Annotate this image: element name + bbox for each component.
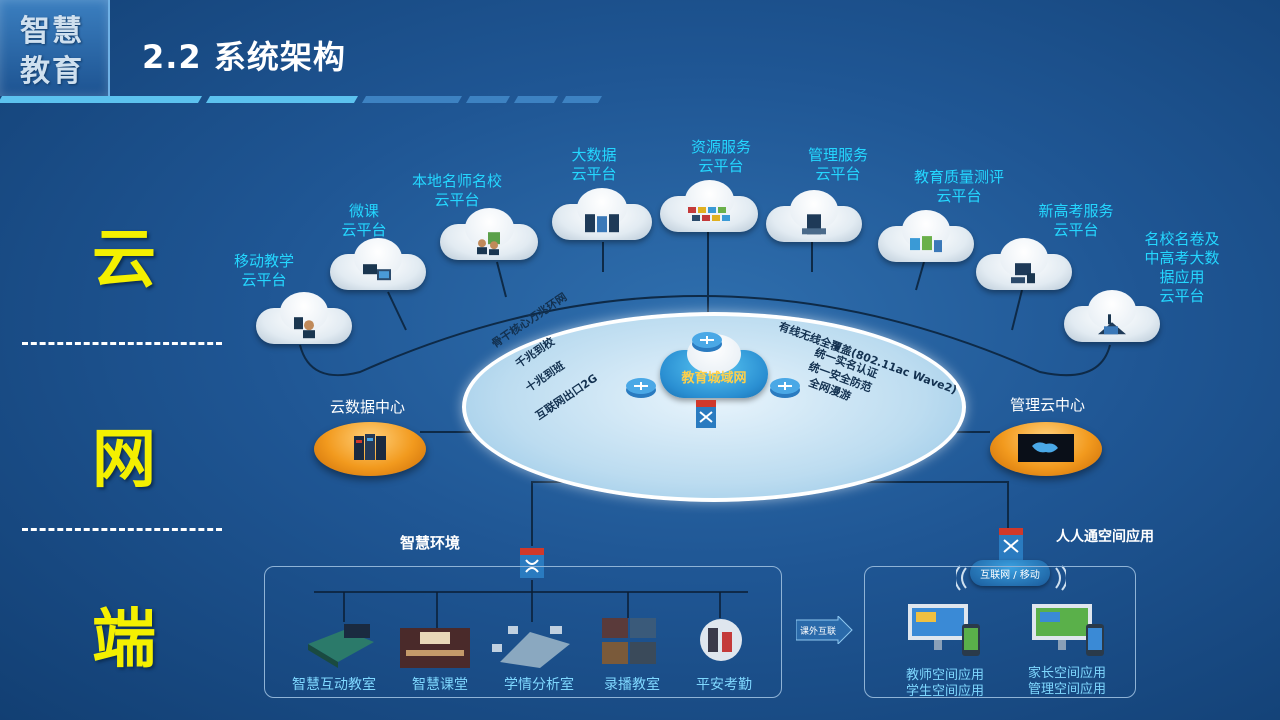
cloud-data-center-label: 云数据中心 [330, 398, 406, 416]
layer-label-cloud: 云 [92, 223, 156, 297]
computer-icon [1011, 263, 1035, 284]
cloud-platform-label: 微课云平台 [341, 202, 387, 239]
cloud-platform-label: 大数据云平台 [571, 146, 617, 183]
logo-text-line1: 智慧 [20, 14, 84, 49]
management-cloud-center-disc [990, 422, 1102, 476]
server-icon [802, 214, 826, 235]
space-application-panel [864, 566, 1136, 698]
internet-mobile-cloud: 互联网 / 移动 [970, 560, 1050, 586]
management-cloud-center-label: 管理云中心 [1010, 396, 1086, 414]
cloud-platform-label: 资源服务云平台 [690, 138, 751, 175]
cloud-platform-mobile-teaching [256, 292, 352, 344]
teacher-icon [294, 317, 315, 339]
room-label-smart-class: 智慧课堂 [412, 677, 468, 693]
layer-label-terminal: 端 [92, 603, 156, 677]
evaluation-icon [910, 236, 942, 253]
cloud-platform-big-data [552, 188, 652, 240]
resource-grid-icon [688, 207, 730, 221]
cloud-platform-label: 教育质量测评云平台 [913, 168, 1004, 205]
attendance-image [700, 619, 742, 661]
smart-environment-panel [264, 566, 782, 698]
smart-classroom-image [400, 628, 470, 668]
cloud-platform-label: 名校名卷及中高考大数据应用云平台 [1144, 230, 1220, 305]
cloud-platform-micro-course [330, 238, 426, 290]
smart-environment-title: 智慧环境 [400, 534, 461, 552]
parent-management-app-screen [1032, 604, 1104, 656]
cloud-platform-label: 移动教学云平台 [233, 252, 294, 289]
metro-network-label: 教育城域网 [681, 371, 747, 386]
room-label-analysis: 学情分析室 [504, 677, 574, 693]
cloud-platform-management-service [766, 190, 862, 242]
cloud-data-center-disc [314, 422, 426, 476]
layer-label-network: 网 [92, 423, 156, 497]
monitor-icon [363, 264, 391, 281]
teacher-student-app-label: 教师空间应用学生空间应用 [906, 668, 985, 699]
firewall-icon [696, 400, 716, 428]
cloud-platform-label: 本地名师名校云平台 [411, 172, 502, 209]
room-label-recording: 录播教室 [604, 677, 660, 693]
cloud-platform-label: 新高考服务云平台 [1038, 202, 1114, 239]
firewall-icon [999, 528, 1023, 560]
cloud-platform-resource-service [660, 180, 758, 232]
users-icon [477, 232, 500, 256]
firewall-icon [520, 548, 544, 578]
layer-divider [22, 342, 222, 345]
router-icon [692, 332, 722, 352]
building-icon [1098, 314, 1126, 335]
teacher-student-app-screen [908, 604, 980, 656]
logo-block: 智慧 教育 [0, 0, 110, 96]
layer-divider [22, 528, 222, 531]
slide-title: 2.2 系统架构 [142, 38, 346, 76]
wireless-signal-icon [956, 565, 1066, 591]
metro-network-cloud: 教育城域网 [660, 334, 768, 398]
cloud-platform-local-famous-teachers [440, 208, 538, 260]
logo-text-line2: 教育 [20, 54, 84, 89]
data-center-server-icon [354, 434, 386, 460]
cloud-platform-quality-evaluation [878, 210, 974, 262]
cloud-platform-new-college-exam [976, 238, 1072, 290]
recording-classroom-image [602, 618, 656, 664]
router-icon [770, 378, 800, 398]
learning-analysis-image [492, 626, 570, 668]
map-screen-icon [1018, 434, 1074, 462]
cloud-platform-label: 管理服务云平台 [807, 146, 868, 183]
interactive-classroom-image [308, 624, 374, 668]
space-application-title: 人人通空间应用 [1056, 529, 1154, 545]
server-rack-icon [585, 214, 619, 233]
extracurricular-arrow [796, 616, 853, 644]
room-label-attendance: 平安考勤 [696, 677, 752, 693]
internet-mobile-label: 互联网 / 移动 [980, 570, 1040, 581]
parent-management-app-label: 家长空间应用管理空间应用 [1028, 666, 1107, 697]
cloud-platform-famous-papers [1064, 290, 1160, 342]
extracurricular-arrow-label: 课外互联 [800, 627, 837, 637]
router-icon [626, 378, 656, 398]
room-label-interactive: 智慧互动教室 [292, 677, 376, 693]
